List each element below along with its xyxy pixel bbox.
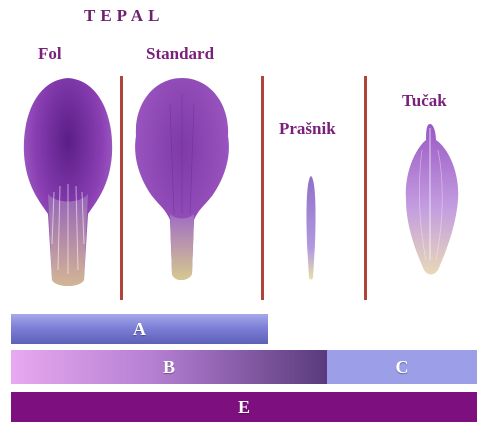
- standard-petal-image: [130, 74, 234, 286]
- label-standard: Standard: [146, 44, 214, 64]
- prasnik-stamen-image: [300, 174, 322, 282]
- label-fol: Fol: [38, 44, 62, 64]
- divider-2: [261, 76, 264, 300]
- label-tucak: Tučak: [402, 91, 447, 111]
- diagram-title: TEPAL: [84, 6, 164, 26]
- bar-e: E: [11, 392, 477, 422]
- bar-a: A: [11, 314, 268, 344]
- label-prasnik: Prašnik: [279, 119, 336, 139]
- bar-c: C: [327, 350, 477, 384]
- divider-1: [120, 76, 123, 300]
- fol-petal-image: [20, 74, 116, 294]
- divider-3: [364, 76, 367, 300]
- tucak-pistil-image: [400, 120, 464, 278]
- bar-b: B: [11, 350, 327, 384]
